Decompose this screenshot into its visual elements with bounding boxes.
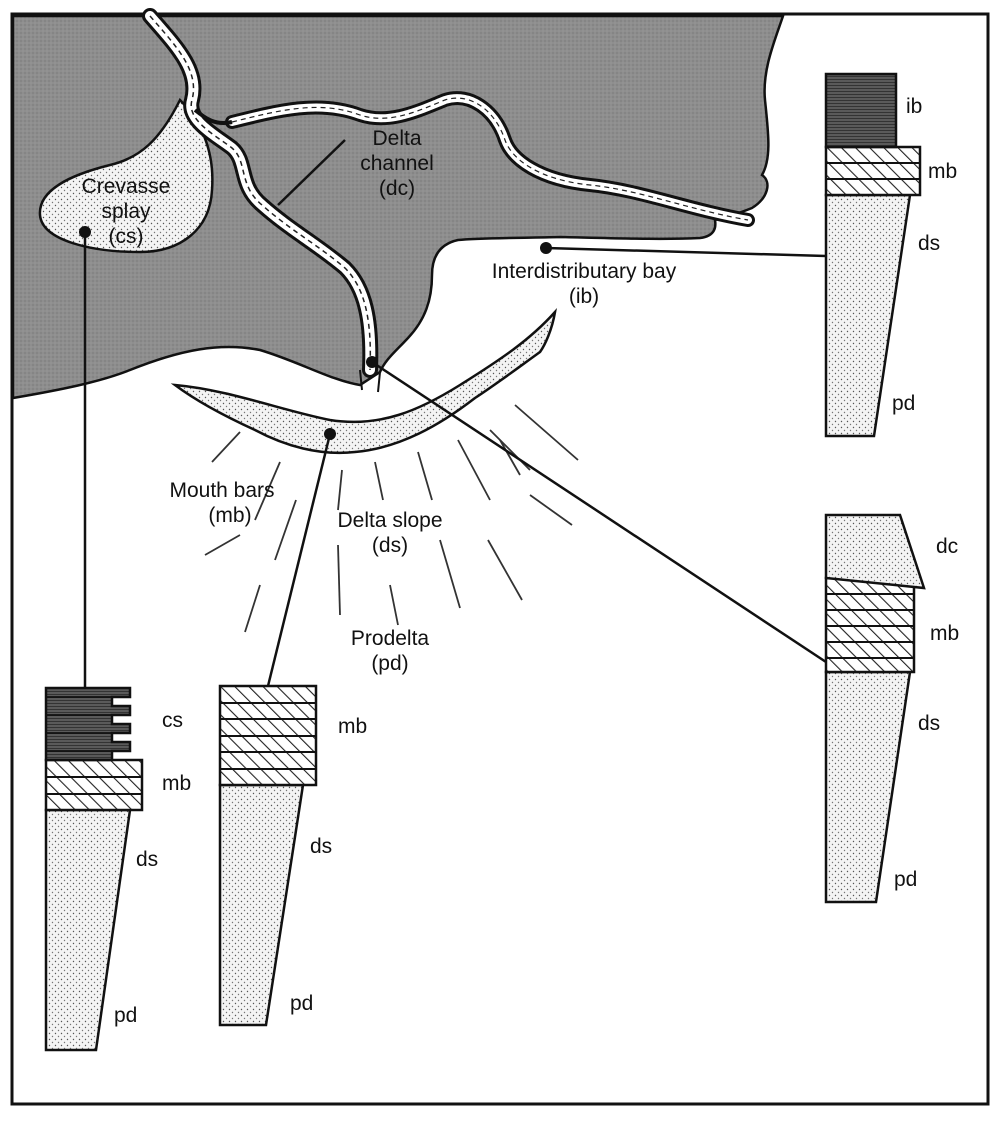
col4-label-dc: dc <box>936 535 958 558</box>
label-crevasse-splay-3: (cs) <box>109 225 144 248</box>
crevasse-splay-lobe <box>38 97 214 254</box>
dot-crevasse-splay <box>79 226 91 238</box>
col2-label-mb: mb <box>338 715 367 738</box>
label-mouth-bars-1: Mouth bars <box>169 479 274 502</box>
leader-interdistributary-bay <box>545 246 827 258</box>
delta-channel-main-centerline <box>149 15 372 371</box>
leader-delta-channel <box>277 139 346 206</box>
col3-label-ib: ib <box>906 95 922 118</box>
col3-label-pd: pd <box>892 392 915 415</box>
label-delta-channel-2: channel <box>360 152 434 175</box>
channel-mouth <box>359 369 381 393</box>
land-delta-plain <box>11 14 785 400</box>
col2-label-ds: ds <box>310 835 332 858</box>
col4-label-ds: ds <box>918 712 940 735</box>
col3-mb-layer <box>824 145 922 197</box>
label-interdistributary-bay-2: (ib) <box>569 285 599 308</box>
column-interdistributary-bay: ib mb ds pd <box>824 72 957 438</box>
mouth-bar-crescent <box>170 307 557 455</box>
col1-mb-layer <box>44 758 144 812</box>
label-interdistributary-bay-1: Interdistributary bay <box>492 260 677 283</box>
map-labels: Crevasse splay (cs) Delta channel (dc) I… <box>82 127 677 675</box>
crevasse-feeder-channel <box>193 108 233 125</box>
label-crevasse-splay-1: Crevasse <box>82 175 171 198</box>
leader-mouth-bar <box>266 433 332 687</box>
label-crevasse-splay-2: splay <box>101 200 151 223</box>
col1-label-ds: ds <box>136 848 158 871</box>
dot-delta-channel <box>366 356 378 368</box>
col4-label-pd: pd <box>894 868 917 891</box>
col3-label-ds: ds <box>918 232 940 255</box>
leader-delta-channel-column <box>371 360 827 664</box>
col3-ib-layer <box>824 72 898 149</box>
col4-label-mb: mb <box>930 622 959 645</box>
col1-label-cs: cs <box>162 709 183 732</box>
col3-label-mb: mb <box>928 160 957 183</box>
label-delta-channel-3: (dc) <box>379 177 415 200</box>
leader-dots <box>79 226 552 440</box>
distributary-channel-east-centerline <box>231 97 749 221</box>
label-delta-channel-1: Delta <box>372 127 421 150</box>
col1-label-mb: mb <box>162 772 191 795</box>
label-prodelta-2: (pd) <box>371 652 408 675</box>
column-delta-channel: dc mb ds pd <box>824 513 959 904</box>
leader-lines <box>83 139 827 688</box>
label-mouth-bars-2: (mb) <box>208 504 251 527</box>
label-prodelta-1: Prodelta <box>351 627 430 650</box>
column-crevasse-splay: cs mb ds pd <box>44 686 191 1052</box>
dot-mouth-bar <box>324 428 336 440</box>
delta-slope-dashes <box>204 404 579 633</box>
col2-label-pd: pd <box>290 992 313 1015</box>
col1-label-pd: pd <box>114 1004 137 1027</box>
dot-interdistributary-bay <box>540 242 552 254</box>
col4-dc-layer <box>824 513 926 590</box>
label-delta-slope-2: (ds) <box>372 534 408 557</box>
label-delta-slope-1: Delta slope <box>337 509 442 532</box>
column-mouth-bar: mb ds pd <box>218 684 367 1027</box>
